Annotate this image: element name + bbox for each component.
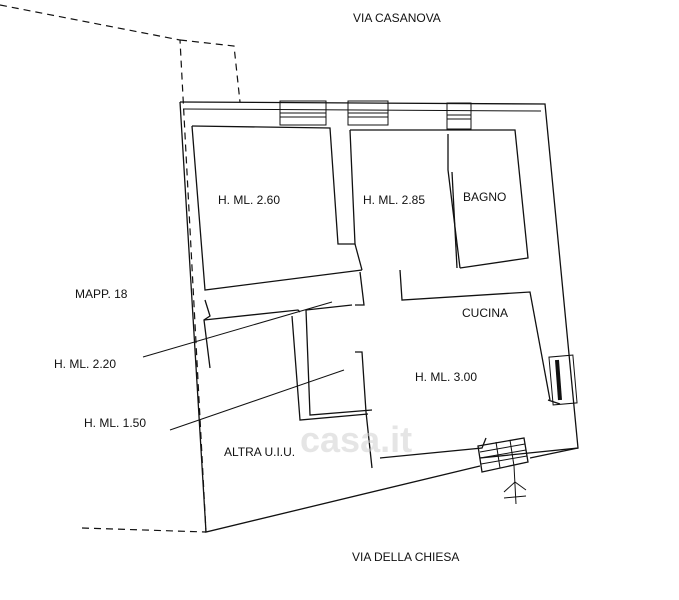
- watermark: casa.it: [300, 419, 412, 460]
- entrance-steps: [477, 437, 529, 473]
- east-window: [548, 354, 578, 406]
- callout-lower-label: H. ML. 1.50: [84, 416, 146, 430]
- parcel-label: MAPP. 18: [75, 287, 128, 301]
- property-boundary: [0, 4, 241, 533]
- kitchen-walls: [203, 269, 561, 469]
- callout-line-upper: [142, 301, 333, 358]
- outer-walls: [179, 101, 579, 533]
- room-left-walls: [191, 125, 363, 291]
- main-room-height-label: H. ML. 3.00: [415, 370, 477, 384]
- other-unit-label: ALTRA U.I.U.: [224, 445, 295, 459]
- room-left-height-label: H. ML. 2.60: [218, 193, 280, 207]
- room-middle-height-label: H. ML. 2.85: [363, 193, 425, 207]
- callout-line-lower: [169, 369, 345, 431]
- entrance-arrow-icon: [503, 465, 527, 505]
- callout-upper-label: H. ML. 2.20: [54, 357, 116, 371]
- street-north-label: VIA CASANOVA: [353, 11, 441, 25]
- kitchen-label: CUCINA: [462, 306, 508, 320]
- street-south-label: VIA DELLA CHIESA: [352, 550, 459, 564]
- room-middle-walls: [350, 129, 529, 271]
- bathroom-label: BAGNO: [463, 190, 506, 204]
- north-windows: [279, 100, 472, 130]
